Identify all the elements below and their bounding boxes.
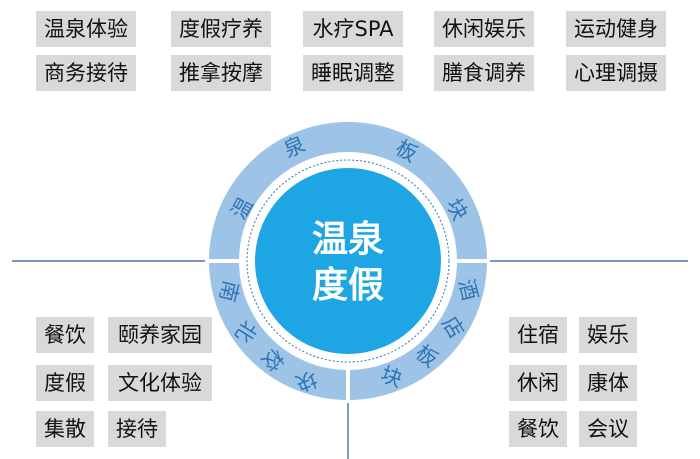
ring-left-segment	[209, 261, 348, 400]
tag-top-1-2: 睡眠调整	[303, 55, 403, 91]
ring-right-segment	[348, 261, 487, 400]
tag-top-0-1: 度假疗养	[171, 11, 271, 47]
tag-left-0-0: 餐饮	[36, 317, 94, 353]
tag-top-0-2: 水疗SPA	[303, 11, 403, 47]
tag-top-0-0: 温泉体验	[36, 11, 136, 47]
tag-top-1-1: 推拿按摩	[171, 55, 271, 91]
tag-top-0-3: 休闲娱乐	[434, 11, 534, 47]
tag-left-0-1: 颐养家园	[108, 317, 212, 353]
tag-right-2-0: 餐饮	[509, 411, 567, 447]
tag-right-2-1: 会议	[579, 411, 637, 447]
tag-left-2-0: 集散	[36, 411, 94, 447]
center-title-line1: 温泉	[312, 219, 384, 260]
tag-left-1-1: 文化体验	[108, 365, 212, 401]
tag-top-1-4: 心理调摄	[566, 55, 666, 91]
tag-top-1-3: 膳食调养	[434, 55, 534, 91]
tag-left-2-1: 接待	[108, 411, 166, 447]
tag-right-0-0: 住宿	[509, 317, 567, 353]
tag-right-1-1: 康体	[579, 365, 637, 401]
center-title-line2: 度假	[312, 265, 384, 306]
ring-top-segment	[209, 122, 487, 261]
tag-top-0-4: 运动健身	[566, 11, 666, 47]
center-circle	[255, 168, 441, 354]
tag-left-1-0: 度假	[36, 365, 94, 401]
inner-dashed-ring	[246, 159, 450, 363]
tag-right-1-0: 休闲	[509, 365, 567, 401]
tag-top-1-0: 商务接待	[36, 55, 136, 91]
tag-right-0-1: 娱乐	[579, 317, 637, 353]
